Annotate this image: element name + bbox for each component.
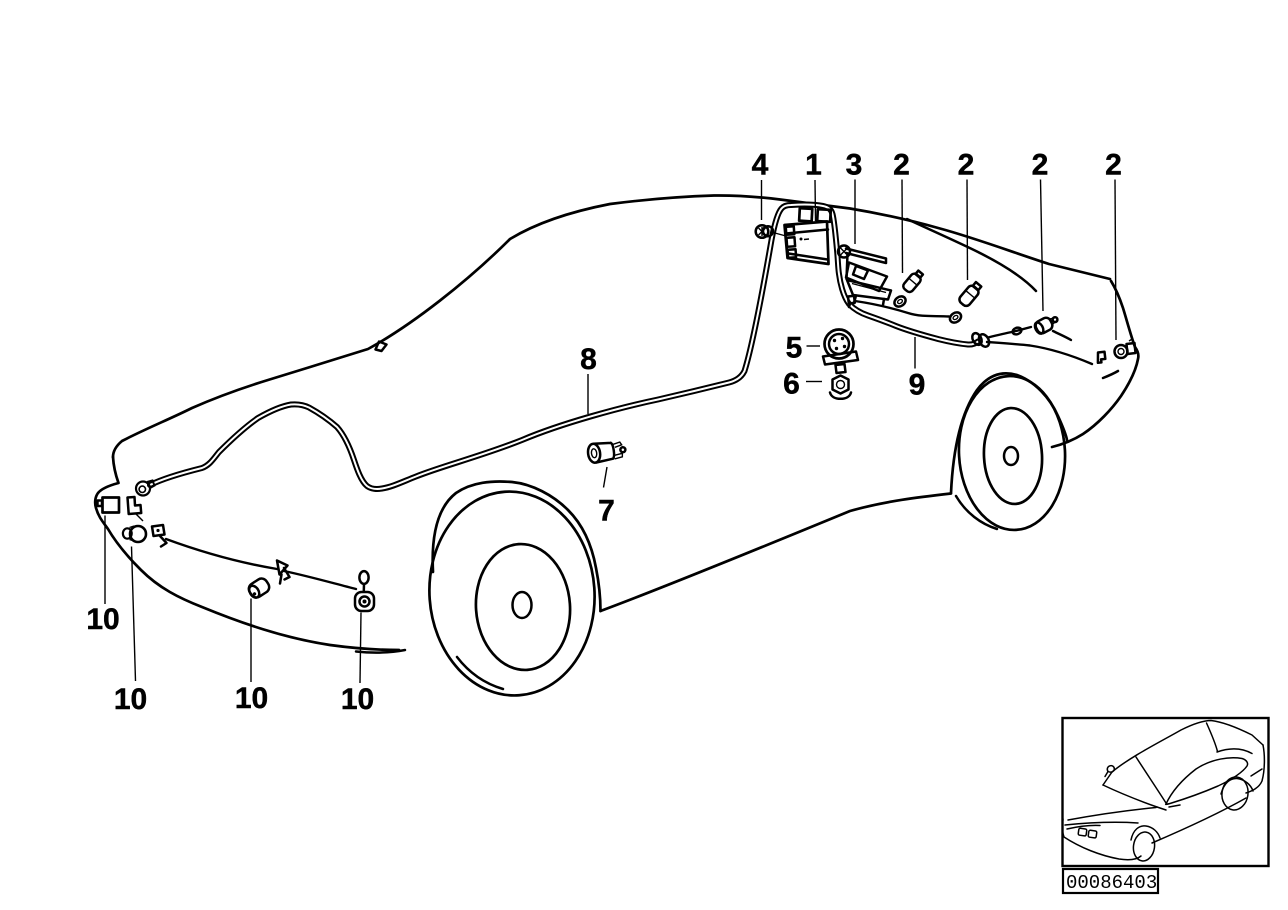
svg-text:9: 9	[909, 369, 926, 402]
svg-text:5: 5	[786, 332, 803, 365]
svg-text:00086403: 00086403	[1066, 872, 1157, 894]
svg-text:10: 10	[341, 683, 374, 716]
svg-text:10: 10	[86, 603, 119, 636]
svg-text:10: 10	[235, 682, 268, 715]
svg-text:2: 2	[1105, 149, 1122, 182]
svg-text:2: 2	[893, 149, 910, 182]
svg-text:2: 2	[958, 149, 975, 182]
svg-text:7: 7	[598, 495, 615, 528]
svg-text:1: 1	[805, 149, 822, 182]
svg-text:6: 6	[783, 368, 800, 401]
svg-text:3: 3	[846, 149, 863, 182]
svg-text:10: 10	[114, 683, 147, 716]
svg-text:4: 4	[752, 149, 769, 182]
svg-text:2: 2	[1032, 149, 1049, 182]
svg-text:8: 8	[580, 343, 597, 376]
